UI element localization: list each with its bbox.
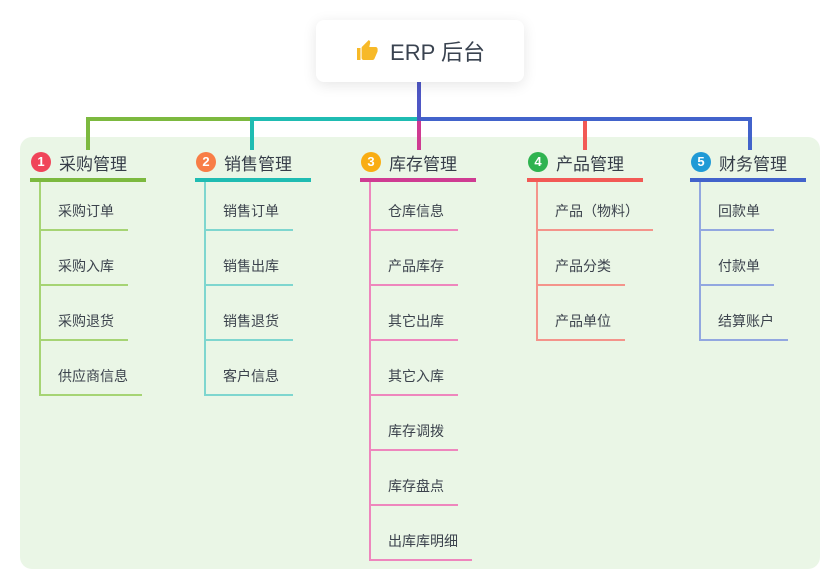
branch-finance-management: 5 财务管理 回款单 付款单 结算账户 bbox=[690, 146, 806, 341]
branch-vertical-line bbox=[204, 182, 206, 396]
subtopic-label: 其它出库 bbox=[388, 313, 444, 329]
subtopic-label: 销售出库 bbox=[223, 258, 279, 274]
subtopic-label: 销售订单 bbox=[223, 203, 279, 219]
branch-topic-product[interactable]: 4 产品管理 bbox=[527, 146, 643, 182]
branch-items: 产品（物料） 产品分类 产品单位 bbox=[527, 176, 653, 341]
subtopic[interactable]: 结算账户 bbox=[700, 286, 788, 341]
branch-items: 销售订单 销售出库 销售退货 客户信息 bbox=[195, 176, 311, 396]
branch-product-management: 4 产品管理 产品（物料） 产品分类 产品单位 bbox=[527, 146, 653, 341]
branch-label: 采购管理 bbox=[59, 154, 127, 174]
branch-vertical-line bbox=[39, 182, 41, 396]
subtopic[interactable]: 仓库信息 bbox=[370, 176, 458, 231]
branch-topic-inventory[interactable]: 3 库存管理 bbox=[360, 146, 476, 182]
number-badge: 4 bbox=[528, 152, 548, 172]
subtopic[interactable]: 客户信息 bbox=[205, 341, 293, 396]
subtopic-label: 采购入库 bbox=[58, 258, 114, 274]
branch-label: 财务管理 bbox=[719, 154, 787, 174]
branch-label: 销售管理 bbox=[224, 154, 292, 174]
subtopic[interactable]: 库存盘点 bbox=[370, 451, 458, 506]
branch-inventory-management: 3 库存管理 仓库信息 产品库存 其它出库 其它入库 库存调拨 库存盘点 出库库… bbox=[360, 146, 476, 561]
branch-topic-finance[interactable]: 5 财务管理 bbox=[690, 146, 806, 182]
subtopic[interactable]: 回款单 bbox=[700, 176, 774, 231]
subtopic-label: 产品库存 bbox=[388, 258, 444, 274]
subtopic[interactable]: 采购退货 bbox=[40, 286, 128, 341]
subtopic[interactable]: 出库库明细 bbox=[370, 506, 472, 561]
subtopic-label: 采购退货 bbox=[58, 313, 114, 329]
number-badge: 2 bbox=[196, 152, 216, 172]
subtopic-label: 产品单位 bbox=[555, 313, 611, 329]
subtopic[interactable]: 库存调拨 bbox=[370, 396, 458, 451]
number-badge: 1 bbox=[31, 152, 51, 172]
subtopic-label: 其它入库 bbox=[388, 368, 444, 384]
subtopic-label: 供应商信息 bbox=[58, 368, 128, 384]
branch-topic-sales[interactable]: 2 销售管理 bbox=[195, 146, 311, 182]
root-topic[interactable]: ERP 后台 bbox=[316, 20, 524, 82]
number-badge: 3 bbox=[361, 152, 381, 172]
branch-items: 仓库信息 产品库存 其它出库 其它入库 库存调拨 库存盘点 出库库明细 bbox=[360, 176, 476, 561]
branch-sales-management: 2 销售管理 销售订单 销售出库 销售退货 客户信息 bbox=[195, 146, 311, 396]
subtopic[interactable]: 产品分类 bbox=[537, 231, 625, 286]
subtopic[interactable]: 其它出库 bbox=[370, 286, 458, 341]
subtopic-label: 仓库信息 bbox=[388, 203, 444, 219]
subtopic[interactable]: 销售出库 bbox=[205, 231, 293, 286]
branch-vertical-line bbox=[369, 182, 371, 561]
subtopic[interactable]: 产品单位 bbox=[537, 286, 625, 341]
subtopic[interactable]: 采购入库 bbox=[40, 231, 128, 286]
subtopic[interactable]: 其它入库 bbox=[370, 341, 458, 396]
subtopic[interactable]: 付款单 bbox=[700, 231, 774, 286]
subtopic-label: 产品分类 bbox=[555, 258, 611, 274]
subtopic-label: 客户信息 bbox=[223, 368, 279, 384]
subtopic-label: 出库库明细 bbox=[388, 533, 458, 549]
subtopic[interactable]: 供应商信息 bbox=[40, 341, 142, 396]
subtopic-label: 采购订单 bbox=[58, 203, 114, 219]
branch-topic-purchase[interactable]: 1 采购管理 bbox=[30, 146, 146, 182]
branch-items: 采购订单 采购入库 采购退货 供应商信息 bbox=[30, 176, 146, 396]
subtopic-label: 回款单 bbox=[718, 203, 760, 219]
branch-label: 产品管理 bbox=[556, 154, 624, 174]
number-badge: 5 bbox=[691, 152, 711, 172]
subtopic[interactable]: 销售订单 bbox=[205, 176, 293, 231]
subtopic-label: 产品（物料） bbox=[555, 203, 639, 219]
subtopic-label: 库存盘点 bbox=[388, 478, 444, 494]
subtopic[interactable]: 销售退货 bbox=[205, 286, 293, 341]
branch-label: 库存管理 bbox=[389, 154, 457, 174]
subtopic[interactable]: 采购订单 bbox=[40, 176, 128, 231]
branch-purchase-management: 1 采购管理 采购订单 采购入库 采购退货 供应商信息 bbox=[30, 146, 146, 396]
branch-vertical-line bbox=[699, 182, 701, 341]
thumbs-up-icon bbox=[357, 40, 378, 60]
branch-items: 回款单 付款单 结算账户 bbox=[690, 176, 806, 341]
subtopic-label: 库存调拨 bbox=[388, 423, 444, 439]
subtopic[interactable]: 产品库存 bbox=[370, 231, 458, 286]
subtopic-label: 付款单 bbox=[718, 258, 760, 274]
root-title: ERP 后台 bbox=[390, 40, 485, 65]
branch-vertical-line bbox=[536, 182, 538, 341]
subtopic[interactable]: 产品（物料） bbox=[537, 176, 653, 231]
subtopic-label: 销售退货 bbox=[223, 313, 279, 329]
subtopic-label: 结算账户 bbox=[718, 313, 774, 329]
group-panel bbox=[20, 137, 820, 569]
